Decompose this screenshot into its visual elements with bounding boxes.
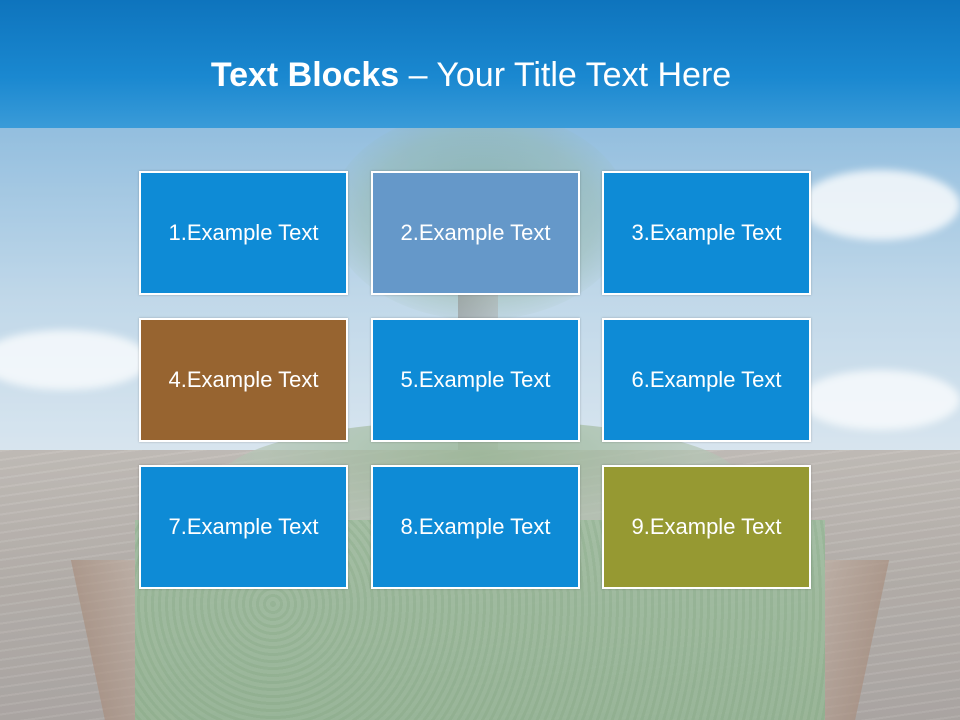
cloud-image: [0, 330, 150, 390]
text-block-6[interactable]: 6.Example Text: [602, 318, 811, 442]
cloud-image: [800, 170, 960, 240]
text-block-5[interactable]: 5.Example Text: [371, 318, 580, 442]
title-rest-text: Your Title Text Here: [436, 56, 732, 94]
cloud-image: [800, 370, 960, 430]
text-block-7[interactable]: 7.Example Text: [139, 465, 348, 589]
text-block-9[interactable]: 9.Example Text: [602, 465, 811, 589]
text-block-4[interactable]: 4.Example Text: [139, 318, 348, 442]
text-block-1[interactable]: 1.Example Text: [139, 171, 348, 295]
text-block-8[interactable]: 8.Example Text: [371, 465, 580, 589]
slide-title: Text Blocks – Your Title Text Here: [0, 52, 942, 98]
text-block-3[interactable]: 3.Example Text: [602, 171, 811, 295]
header-bar: [0, 0, 960, 128]
title-bold-text: Text Blocks: [210, 56, 400, 94]
title-dash: –: [399, 56, 437, 94]
text-block-2[interactable]: 2.Example Text: [371, 171, 580, 295]
